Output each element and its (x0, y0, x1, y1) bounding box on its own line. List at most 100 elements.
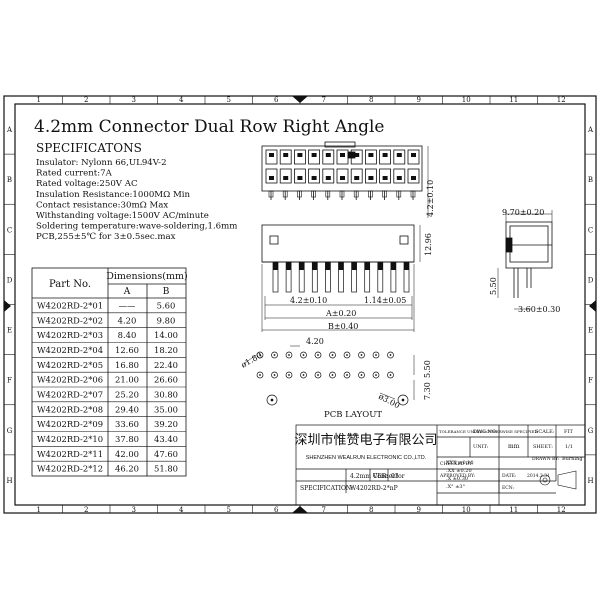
frame-row-label-right: H (587, 477, 593, 485)
ver-label: VER: (372, 473, 388, 480)
pcb-hole-center (302, 354, 305, 356)
parts-row-b: 51.80 (154, 464, 178, 474)
front-view-pin-collar (396, 190, 402, 198)
side-height: 5.50 (489, 277, 498, 295)
front-view-pins (268, 190, 416, 200)
frame-col-label-bottom: 1 (37, 506, 41, 514)
frame-col-label-top: 10 (462, 96, 471, 104)
date-label: DATE: (502, 473, 517, 479)
pcb-hole-center (389, 374, 392, 376)
front-view-contact (325, 153, 331, 157)
front-view-cell (308, 168, 321, 184)
frame-col-label-bottom: 11 (509, 506, 518, 514)
parts-row-b: 35.00 (154, 404, 178, 414)
frame-col-label-bottom: 7 (322, 506, 326, 514)
front-view-contact (311, 176, 317, 180)
pcb-hole-dia: ø1.80 (240, 351, 264, 370)
front-view-cell (393, 149, 406, 165)
frame-col-label-top: 2 (84, 96, 88, 104)
frame-row-label-left: H (6, 477, 12, 485)
pcb-hole (271, 371, 278, 379)
spec-line: Rated current:7A (36, 169, 113, 179)
pcb-hole-center (360, 354, 363, 356)
front-view-cell (336, 168, 349, 184)
pcb-hole-center (317, 354, 319, 356)
front-view-contact (382, 176, 388, 180)
frame-col-label-bottom: 4 (179, 506, 184, 514)
frame-row-label-right: F (588, 377, 593, 385)
frame-col-label-bottom: 2 (84, 506, 88, 514)
frame-col-label-top: 12 (557, 96, 566, 104)
front-view-contact (354, 153, 360, 157)
parts-col-a: A (123, 287, 131, 297)
drawn-value: Burning (562, 456, 583, 462)
bottom-view-pin-base (273, 262, 278, 270)
front-view-contact (411, 153, 416, 157)
spec-line: Rated voltage:250V AC (36, 179, 138, 189)
pcb-hole-center (346, 354, 348, 356)
pcb-hole (343, 371, 351, 379)
frame-row-label-right: G (588, 427, 594, 435)
front-view-cell (279, 168, 292, 184)
pcb-hole (285, 351, 293, 359)
parts-row-b: 5.60 (157, 300, 176, 310)
pcb-hole-center (360, 374, 363, 376)
parts-row-part: W4202RD-2*03 (37, 330, 103, 340)
checked-label: CHECKED BY: (440, 461, 473, 467)
parts-row-a: 12.60 (115, 345, 139, 355)
parts-row-part: W4202RD-2*08 (37, 404, 103, 414)
front-view-contact (382, 153, 388, 157)
pcb-hole (300, 371, 307, 379)
pcb-hole-center (288, 374, 290, 376)
spec-line: PCB,255±5℃ for 3±0.5sec.max (36, 232, 176, 242)
bottom-view-pin-base (325, 262, 331, 270)
parts-row-part: W4202RD-2*06 (37, 375, 103, 385)
unit-label: UNIT: (473, 444, 489, 450)
front-view-cell (265, 168, 278, 184)
dim-b: B±0.40 (328, 322, 358, 331)
sheet-label: SHEET: (533, 444, 553, 450)
parts-row-a: 46.20 (115, 464, 139, 474)
frame-col-label-bottom: 12 (557, 506, 566, 514)
parts-row-a: 42.00 (115, 449, 139, 459)
pcb-hole (329, 351, 336, 359)
spec-line: Contact resistance:30mΩ Max (36, 200, 168, 210)
pcb-hole (314, 371, 322, 379)
bottom-view-pin-base (351, 262, 357, 270)
approved-label: APPROVED BY: (439, 473, 476, 479)
frame-row-label-right: B (588, 176, 593, 184)
parts-row-part: W4202RD-2*11 (37, 449, 103, 459)
front-view-cells (265, 149, 420, 184)
date-value: 2014.3.31 (527, 473, 550, 479)
frame-col-label-top: 9 (417, 96, 421, 104)
specs-heading: SPECIFICATONS (36, 141, 142, 155)
pcb-hole-center (288, 354, 290, 356)
frame-col-label-top: 6 (274, 96, 279, 104)
frame-row-label-left: A (6, 126, 13, 134)
spec-value: W4202RD-2*nP (350, 485, 398, 492)
parts-row-a: 33.60 (115, 419, 139, 429)
pcb-hole (358, 351, 365, 359)
pcb-hole-center (375, 374, 377, 376)
bottom-view-pin-base (286, 262, 292, 270)
ver-value: 03 (391, 473, 399, 480)
pcb-hole (343, 351, 351, 359)
front-view-contact (340, 176, 345, 180)
parts-row-b: 18.20 (154, 345, 178, 355)
pcb-peg-dia: ø3.00 (377, 392, 401, 411)
parts-row-part: W4202RD-2*12 (37, 464, 103, 474)
front-view-cell (308, 149, 321, 165)
tolerance-values: XXX ±0.10.XX ±0.20.X ±0.30.X° ±3° (446, 460, 474, 490)
pcb-hole-center (331, 374, 334, 376)
frame-col-label-bottom: 10 (462, 506, 471, 514)
pcb-hole (358, 371, 365, 379)
pcb-offset: 7.30 (423, 382, 432, 400)
front-view-cell (336, 149, 349, 165)
side-width: 9.70±0.20 (502, 208, 544, 217)
pcb-hole-center (273, 374, 276, 376)
front-view-contact (411, 176, 416, 180)
frame-col-label-top: 5 (227, 96, 231, 104)
